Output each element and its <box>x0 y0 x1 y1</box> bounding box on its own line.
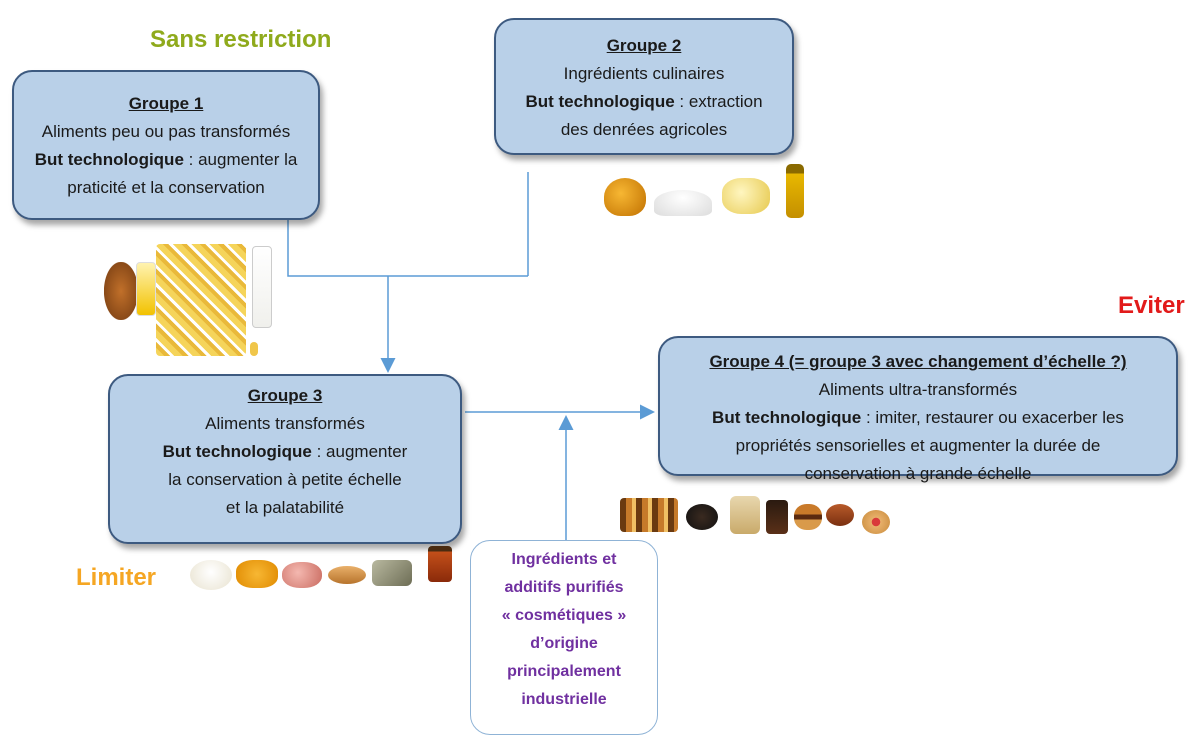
groupe3-but-label: But technologique <box>162 442 312 461</box>
bread-image <box>328 566 366 584</box>
label-limiter: Limiter <box>76 564 157 591</box>
groupe3-but-text: : augmenter la conservation à petite éch… <box>168 442 408 517</box>
groupe2-desc: Ingrédients culinaires <box>563 64 725 83</box>
milk-glass-image <box>252 246 272 328</box>
oil-bottle-image <box>786 164 804 218</box>
additifs-line2: additifs purifiés <box>504 579 624 596</box>
additifs-line6: industrielle <box>521 691 607 708</box>
additifs-box: Ingrédients et additifs purifiés « cosmé… <box>470 540 658 735</box>
sausage-image <box>826 504 854 526</box>
groupe2-but-label: But technologique <box>525 92 675 111</box>
additifs-line3: « cosmétiques » <box>501 607 627 624</box>
groupe1-title: Groupe 1 <box>128 94 204 113</box>
butter-small-image <box>250 342 258 356</box>
donut-image <box>862 510 890 534</box>
groupe2-but-text: : extraction des denrées agricoles <box>560 92 763 139</box>
groupe1-but-label: But technologique <box>34 150 184 169</box>
groupe2-box: Groupe 2 Ingrédients culinaires But tech… <box>494 18 794 155</box>
groupe4-but-text: : imiter, restaurer ou exacerber les pro… <box>735 408 1124 483</box>
groupe1-connector <box>287 220 528 277</box>
groupe1-but-text: : augmenter la praticité et la conservat… <box>67 150 298 197</box>
additifs-line1: Ingrédients et <box>511 551 617 568</box>
canned-fruit-image <box>236 560 278 588</box>
groupe2-but: But technologique : extraction des denré… <box>496 88 792 144</box>
juice-glass-image <box>136 262 156 316</box>
groupe4-box: Groupe 4 (= groupe 3 avec changement d’é… <box>658 336 1178 483</box>
cereal-image <box>620 498 678 532</box>
groupe1-desc: Aliments peu ou pas transformés <box>41 122 291 141</box>
groupe1-box: Groupe 1 Aliments peu ou pas transformés… <box>12 70 320 220</box>
additifs-line5: principalement <box>507 663 621 680</box>
honey-jar-image <box>604 178 646 216</box>
burger-image <box>794 504 822 530</box>
groupe3-desc: Aliments transformés <box>205 414 365 433</box>
groupe4-desc: Aliments ultra-transformés <box>818 380 1018 399</box>
groupe4-but: But technologique : imiter, restaurer ou… <box>660 404 1176 488</box>
groupe3-but: But technologique : augmenter la conserv… <box>110 438 460 522</box>
camembert-image <box>190 560 232 590</box>
pasta-image <box>156 244 246 356</box>
groupe2-title: Groupe 2 <box>606 36 682 55</box>
groupe4-but-label: But technologique <box>712 408 862 427</box>
butter-image <box>722 178 770 214</box>
sandwich-bread-image <box>730 496 760 534</box>
jam-jar-image <box>428 546 452 582</box>
groupe3-title: Groupe 3 <box>247 386 323 405</box>
chocolate-spread-image <box>766 500 788 534</box>
flour-image <box>654 190 712 216</box>
sardine-can-image <box>372 560 412 586</box>
groupe3-box: Groupe 3 Aliments transformés But techno… <box>108 374 462 544</box>
additifs-line4: d’origine <box>530 635 598 652</box>
roast-chicken-image <box>104 262 138 320</box>
label-eviter: Eviter <box>1118 292 1185 319</box>
cookie-image <box>686 504 718 530</box>
ham-image <box>282 562 322 588</box>
label-sans-restriction: Sans restriction <box>150 26 332 53</box>
groupe4-title: Groupe 4 (= groupe 3 avec changement d’é… <box>709 352 1127 371</box>
groupe1-but: But technologique : augmenter la pratici… <box>14 146 318 202</box>
